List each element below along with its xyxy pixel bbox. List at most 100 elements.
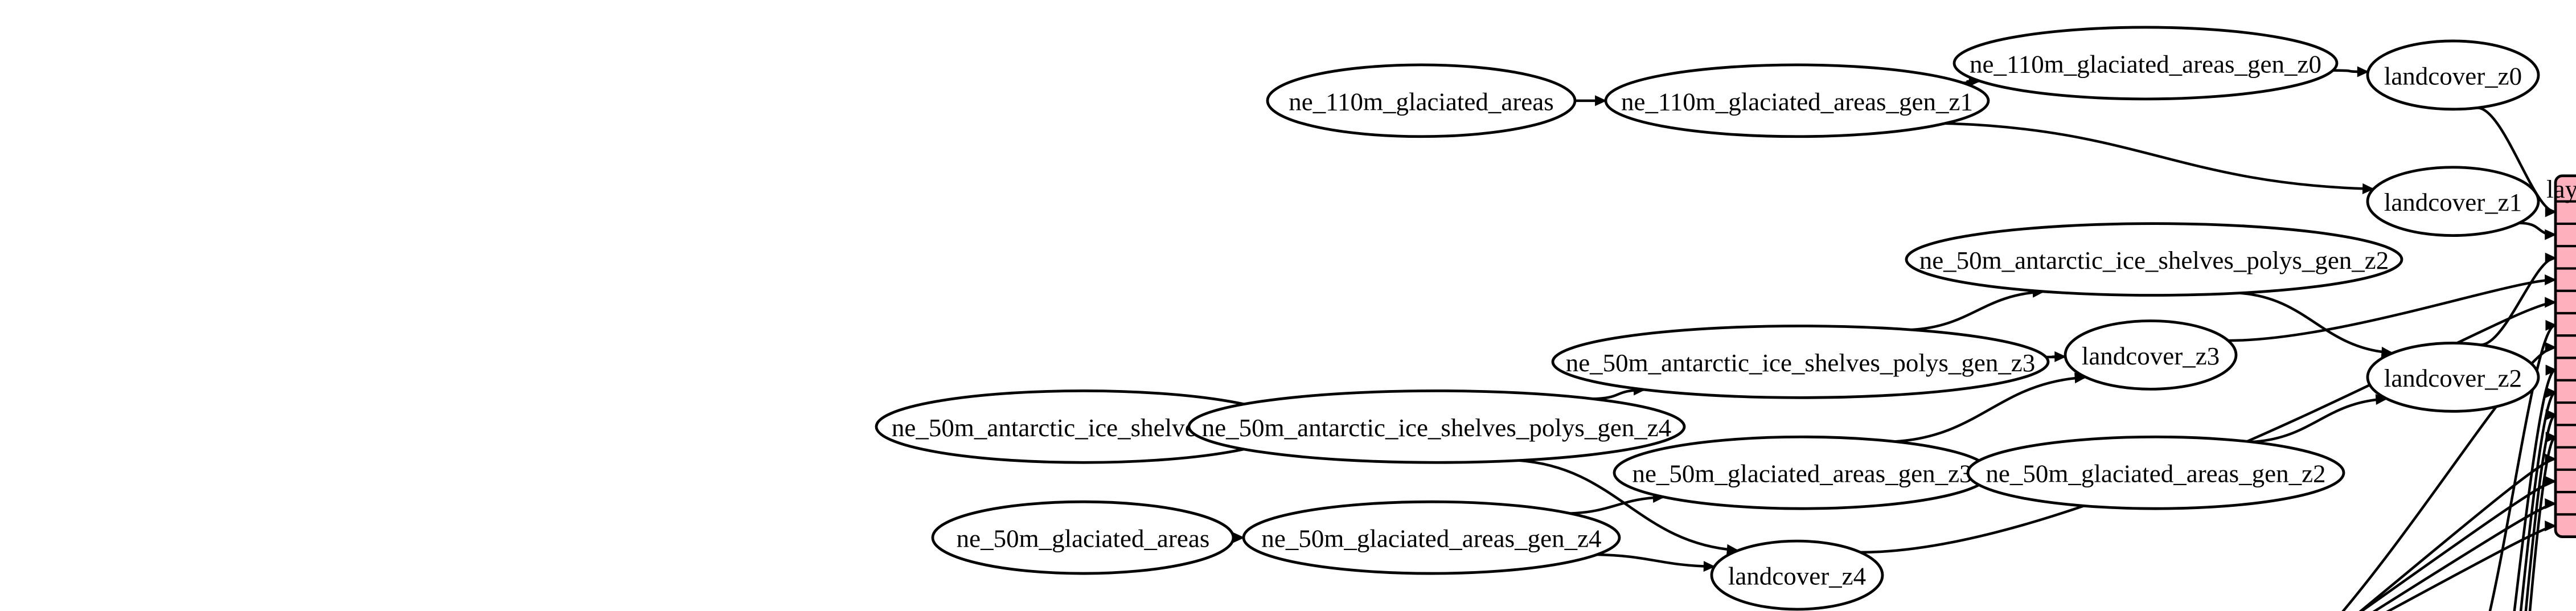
table-row[interactable]: [2556, 268, 2576, 290]
table-row[interactable]: [2556, 224, 2576, 246]
table-row[interactable]: [2556, 470, 2576, 492]
edge-arrowhead: [2545, 319, 2558, 331]
edge-arrowhead: [2545, 475, 2557, 487]
edges-layer: [1180, 66, 2558, 611]
node-label: ne_50m_glaciated_areas_gen_z4: [1261, 524, 1601, 553]
edge-arrowhead: [2545, 387, 2558, 398]
graph-edge: [2480, 256, 2556, 346]
node-ellipse-shape[interactable]: [1266, 63, 1577, 138]
table-row[interactable]: [2556, 335, 2576, 358]
table-row[interactable]: [2556, 380, 2576, 403]
node-label: ne_50m_antarctic_ice_shelves_polys_gen_z…: [1202, 413, 1672, 442]
edge-arrowhead: [2545, 274, 2557, 285]
graph-node[interactable]: landcover_z0: [2366, 39, 2540, 111]
node-ellipse-shape[interactable]: [1551, 325, 2050, 399]
graph-edge: [2513, 368, 2556, 611]
graph-edge: [1570, 495, 1663, 515]
graph-edge: [1597, 553, 1713, 568]
graph-edge: [2358, 457, 2555, 611]
node-label: landcover_z4: [1728, 562, 1866, 591]
edge-arrowhead: [2545, 229, 2557, 240]
edge-arrowhead: [1233, 532, 1245, 543]
graph-node[interactable]: ne_50m_glaciated_areas: [931, 500, 1235, 575]
node-label: landcover_z2: [2384, 364, 2522, 392]
node-label: ne_110m_glaciated_areas_gen_z0: [1970, 50, 2321, 78]
graph-edge: [2239, 292, 2392, 354]
graph-node[interactable]: ne_50m_antarctic_ice_shelves_polys_gen_z…: [1551, 325, 2050, 399]
graph-edge: [1860, 301, 2555, 554]
graph-node[interactable]: landcover_z3: [2064, 319, 2238, 391]
graph-node[interactable]: ne_110m_glaciated_areas_gen_z1: [1604, 63, 1990, 138]
graph-edge: [2372, 502, 2555, 611]
graph-node[interactable]: landcover_z1: [2366, 166, 2540, 237]
graph-edge: [2488, 324, 2556, 611]
node-label: ne_50m_glaciated_areas_gen_z2: [1986, 460, 2325, 488]
edge-arrowhead: [2054, 351, 2066, 362]
node-ellipse-shape[interactable]: [2366, 342, 2540, 413]
node-label: ne_110m_glaciated_areas: [1289, 87, 1554, 116]
edge-arrowhead: [2545, 252, 2557, 264]
layer-landcover-table[interactable]: layer_landcoverz0z1z2z3z4z5z6z7z8z9z10z1…: [2546, 174, 2576, 539]
graph-edge: [1945, 122, 2373, 191]
graph-edge: [2360, 480, 2555, 611]
node-ellipse-shape[interactable]: [1905, 222, 2403, 297]
node-ellipse-shape[interactable]: [2366, 39, 2540, 111]
graph-edge: [1911, 290, 2042, 331]
table-row[interactable]: [2556, 358, 2576, 380]
graph-edge: [2519, 391, 2556, 611]
nodes-layer: imposm3osm_landcover_polygonsimplify_vw_…: [875, 26, 2576, 611]
node-ellipse-shape[interactable]: [1604, 63, 1990, 138]
table-row[interactable]: [2556, 448, 2576, 470]
table-row[interactable]: [2556, 202, 2576, 224]
graph-edge: [2528, 436, 2557, 611]
edge-arrowhead: [2545, 206, 2557, 218]
node-label: landcover_z0: [2384, 61, 2522, 90]
graph-node[interactable]: ne_110m_glaciated_areas_gen_z0: [1952, 26, 2339, 101]
table-row[interactable]: [2556, 492, 2576, 514]
node-ellipse-shape[interactable]: [1952, 26, 2339, 101]
node-label: ne_110m_glaciated_areas_gen_z1: [1621, 87, 1973, 116]
edge-arrowhead: [2545, 342, 2557, 353]
node-label: ne_50m_antarctic_ice_shelves_polys_gen_z…: [1919, 246, 2389, 274]
node-label: ne_50m_glaciated_areas: [957, 524, 1210, 553]
graph-edge: [2228, 278, 2555, 342]
graph-node[interactable]: ne_50m_glaciated_areas_gen_z2: [1966, 435, 2345, 510]
node-ellipse-shape[interactable]: [2064, 319, 2238, 391]
graph-edge: [2524, 413, 2556, 611]
table-row[interactable]: [2556, 246, 2576, 268]
node-label: landcover_z3: [2082, 342, 2220, 370]
node-ellipse-shape[interactable]: [2366, 166, 2540, 237]
node-ellipse-shape[interactable]: [1710, 539, 1884, 611]
graph-edge: [1518, 459, 1737, 552]
graph-node[interactable]: landcover_z2: [2366, 342, 2540, 413]
node-ellipse-shape[interactable]: [1242, 500, 1621, 575]
graph-node[interactable]: landcover_z4: [1710, 539, 1884, 611]
graph-edge: [1894, 376, 2085, 443]
table-header-label: layer_landcover: [2546, 175, 2576, 203]
node-label: ne_50m_glaciated_areas_gen_z3: [1632, 460, 1972, 488]
node-label: ne_50m_antarctic_ice_shelves_polys_gen_z…: [1566, 348, 2036, 377]
table-row[interactable]: [2556, 514, 2576, 536]
table-row[interactable]: [2556, 425, 2576, 447]
edge-arrowhead: [2362, 183, 2374, 194]
node-ellipse-shape[interactable]: [931, 500, 1235, 575]
graph-node[interactable]: ne_50m_glaciated_areas_gen_z3: [1613, 435, 1992, 510]
edge-arrowhead: [1703, 561, 1716, 572]
edge-arrowhead: [2545, 498, 2557, 510]
edge-arrowhead: [2357, 66, 2369, 77]
graph-node[interactable]: ne_50m_antarctic_ice_shelves_polys_gen_z…: [1905, 222, 2403, 297]
graph-node[interactable]: ne_50m_glaciated_areas_gen_z4: [1242, 500, 1621, 575]
graph-edge: [2251, 397, 2386, 444]
node-ellipse-shape[interactable]: [1966, 435, 2345, 510]
graph-node[interactable]: ne_110m_glaciated_areas: [1266, 63, 1577, 138]
node-label: landcover_z1: [2384, 188, 2522, 216]
edge-arrowhead: [2545, 364, 2558, 376]
graph-node[interactable]: ne_50m_antarctic_ice_shelves_polys_gen_z…: [1187, 389, 1686, 464]
edge-arrowhead: [1595, 95, 1607, 106]
node-ellipse-shape[interactable]: [1187, 389, 1686, 464]
table-row[interactable]: [2556, 291, 2576, 313]
table-row[interactable]: [2556, 313, 2576, 335]
table-row[interactable]: [2556, 403, 2576, 425]
